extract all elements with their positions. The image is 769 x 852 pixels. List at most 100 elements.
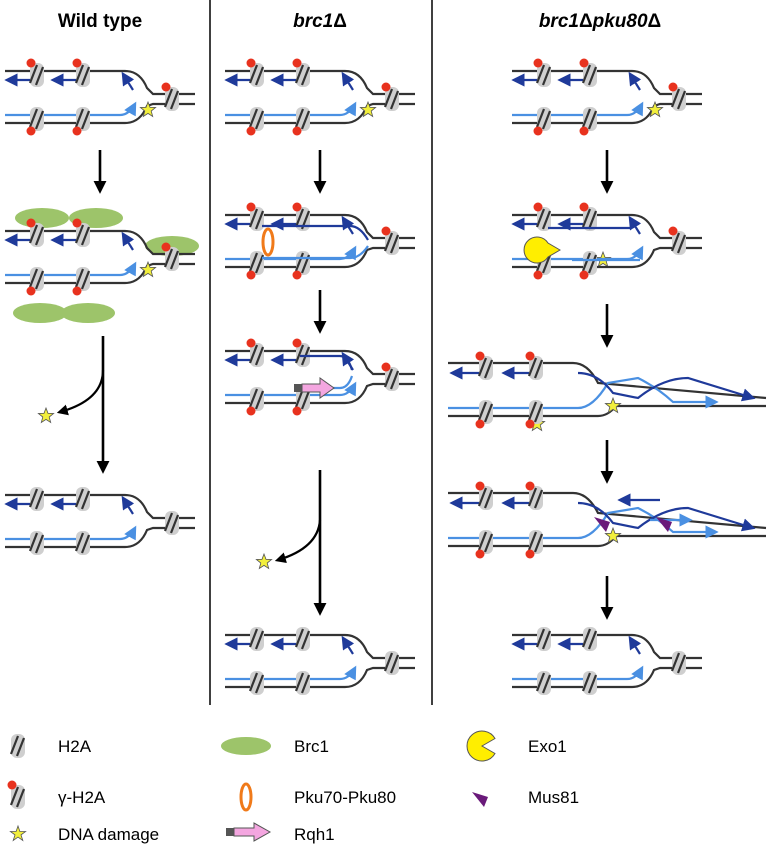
dna-wrap-line — [28, 224, 39, 244]
legend-item-mus81: Mus81 — [472, 788, 579, 807]
okazaki-fragment — [628, 635, 642, 655]
gamma-phospho-dot — [72, 58, 82, 68]
gamma-h2a-nucleosome — [292, 58, 311, 87]
legend-item-gamma-h2a: γ-H2A — [7, 780, 106, 809]
histone-core — [250, 251, 264, 275]
dna-wrap-line — [541, 254, 552, 274]
mus81-endonuclease — [594, 517, 610, 532]
h2a-nucleosome — [581, 671, 598, 695]
dna-wrap-line — [294, 208, 305, 228]
column-title-brc1-delta: brc1Δ — [293, 11, 347, 32]
dna-wrap-line — [254, 66, 265, 86]
gamma-phospho-dot — [246, 338, 256, 348]
dna-wrap-line — [383, 652, 394, 672]
histone-core — [385, 367, 399, 391]
gamma-phospho-dot — [475, 351, 485, 361]
histone-core — [250, 207, 264, 231]
h2a-nucleosome — [294, 627, 311, 651]
dna-wrap-line — [80, 490, 91, 510]
gamma-h2a-nucleosome — [246, 202, 265, 231]
dna-wrap-line — [28, 108, 39, 128]
gamma-h2a-nucleosome — [246, 107, 265, 136]
leading-strand — [512, 665, 644, 681]
histone-core — [479, 486, 493, 510]
histone-core — [30, 63, 44, 87]
gamma-h2a-nucleosome — [475, 481, 494, 510]
dna-wrap-line — [581, 628, 592, 648]
dna-wrap-line — [163, 512, 174, 532]
dna-wrap-line — [294, 628, 305, 648]
gamma-phospho-dot — [381, 226, 391, 236]
h2a-nucleosome — [74, 531, 91, 555]
parental-strand-bottom — [512, 246, 702, 269]
dna-wrap-line — [254, 630, 265, 650]
dna-wrap-line — [670, 232, 681, 252]
histone-core — [76, 487, 90, 511]
gamma-h2a-nucleosome — [292, 107, 311, 136]
gamma-phospho-dot — [381, 82, 391, 92]
dna-wrap-line — [389, 370, 400, 390]
legend-label-dna-damage: DNA damage — [58, 825, 159, 844]
gamma-h2a-nucleosome — [525, 481, 544, 510]
histone-core — [76, 267, 90, 291]
histone-core — [250, 387, 264, 411]
parental-strand-bottom — [225, 246, 415, 269]
gamma-phospho-dot — [525, 419, 535, 429]
dna-wrap-line — [535, 672, 546, 692]
leading-strand — [5, 525, 137, 541]
dna-wrap-line — [535, 208, 546, 228]
dna-wrap-line — [80, 226, 91, 246]
dna-wrap-line — [169, 250, 180, 270]
dna-wrap-line — [300, 390, 311, 410]
dna-wrap-line — [676, 90, 687, 110]
dna-wrap-line — [74, 532, 85, 552]
okazaki-fragment — [628, 215, 642, 235]
h2a-nucleosome — [248, 627, 265, 651]
dna-wrap-line — [163, 88, 174, 108]
histone-core — [537, 627, 551, 651]
dna-wrap-line — [34, 226, 45, 246]
gamma-h2a-nucleosome — [579, 202, 598, 231]
gamma-phospho-dot — [579, 126, 589, 136]
reversed-nascent-arm — [262, 245, 369, 260]
histone-core — [529, 530, 543, 554]
gamma-h2a-nucleosome — [26, 267, 45, 296]
leading-strand — [5, 101, 137, 117]
h2a-nucleosome — [535, 671, 552, 695]
dna-wrap-line — [581, 208, 592, 228]
leading-strand — [225, 101, 357, 117]
gamma-phospho-dot — [292, 126, 302, 136]
rqh1-arrow-icon — [226, 822, 272, 842]
histone-core — [537, 207, 551, 231]
released-dna-damage-star — [255, 552, 273, 570]
h2a-nucleosome-icon — [9, 734, 26, 758]
gamma-phospho-dot — [72, 218, 82, 228]
parental-strand-bottom — [225, 666, 415, 689]
dna-wrap-line — [34, 66, 45, 86]
parental-strand-bottom — [512, 666, 702, 689]
gamma-h2a-nucleosome — [26, 58, 45, 87]
gamma-h2a-nucleosome — [381, 226, 400, 255]
dna-wrap-line — [383, 88, 394, 108]
dna-wrap-line — [535, 64, 546, 84]
parental-strand-top — [225, 633, 415, 660]
dna-wrap-line — [169, 90, 180, 110]
rqh1-base — [294, 384, 302, 392]
gamma-h2a-nucleosome — [161, 242, 180, 271]
reversed-nascent-arm — [262, 224, 369, 241]
dna-wrap-line — [477, 531, 488, 551]
histone-core — [76, 531, 90, 555]
h2a-nucleosome — [294, 671, 311, 695]
histone-core — [529, 356, 543, 380]
dna-wrap-line — [587, 110, 598, 130]
histone-core — [165, 87, 179, 111]
column-title-wild-type: Wild type — [58, 11, 142, 32]
histone-core — [76, 223, 90, 247]
h2a-nucleosome — [670, 651, 687, 675]
gamma-phospho-dot — [533, 58, 543, 68]
gamma-h2a-nucleosome — [381, 82, 400, 111]
h2a-nucleosome — [28, 487, 45, 511]
dna-wrap-line — [533, 489, 544, 509]
parental-strand-top — [448, 491, 767, 530]
